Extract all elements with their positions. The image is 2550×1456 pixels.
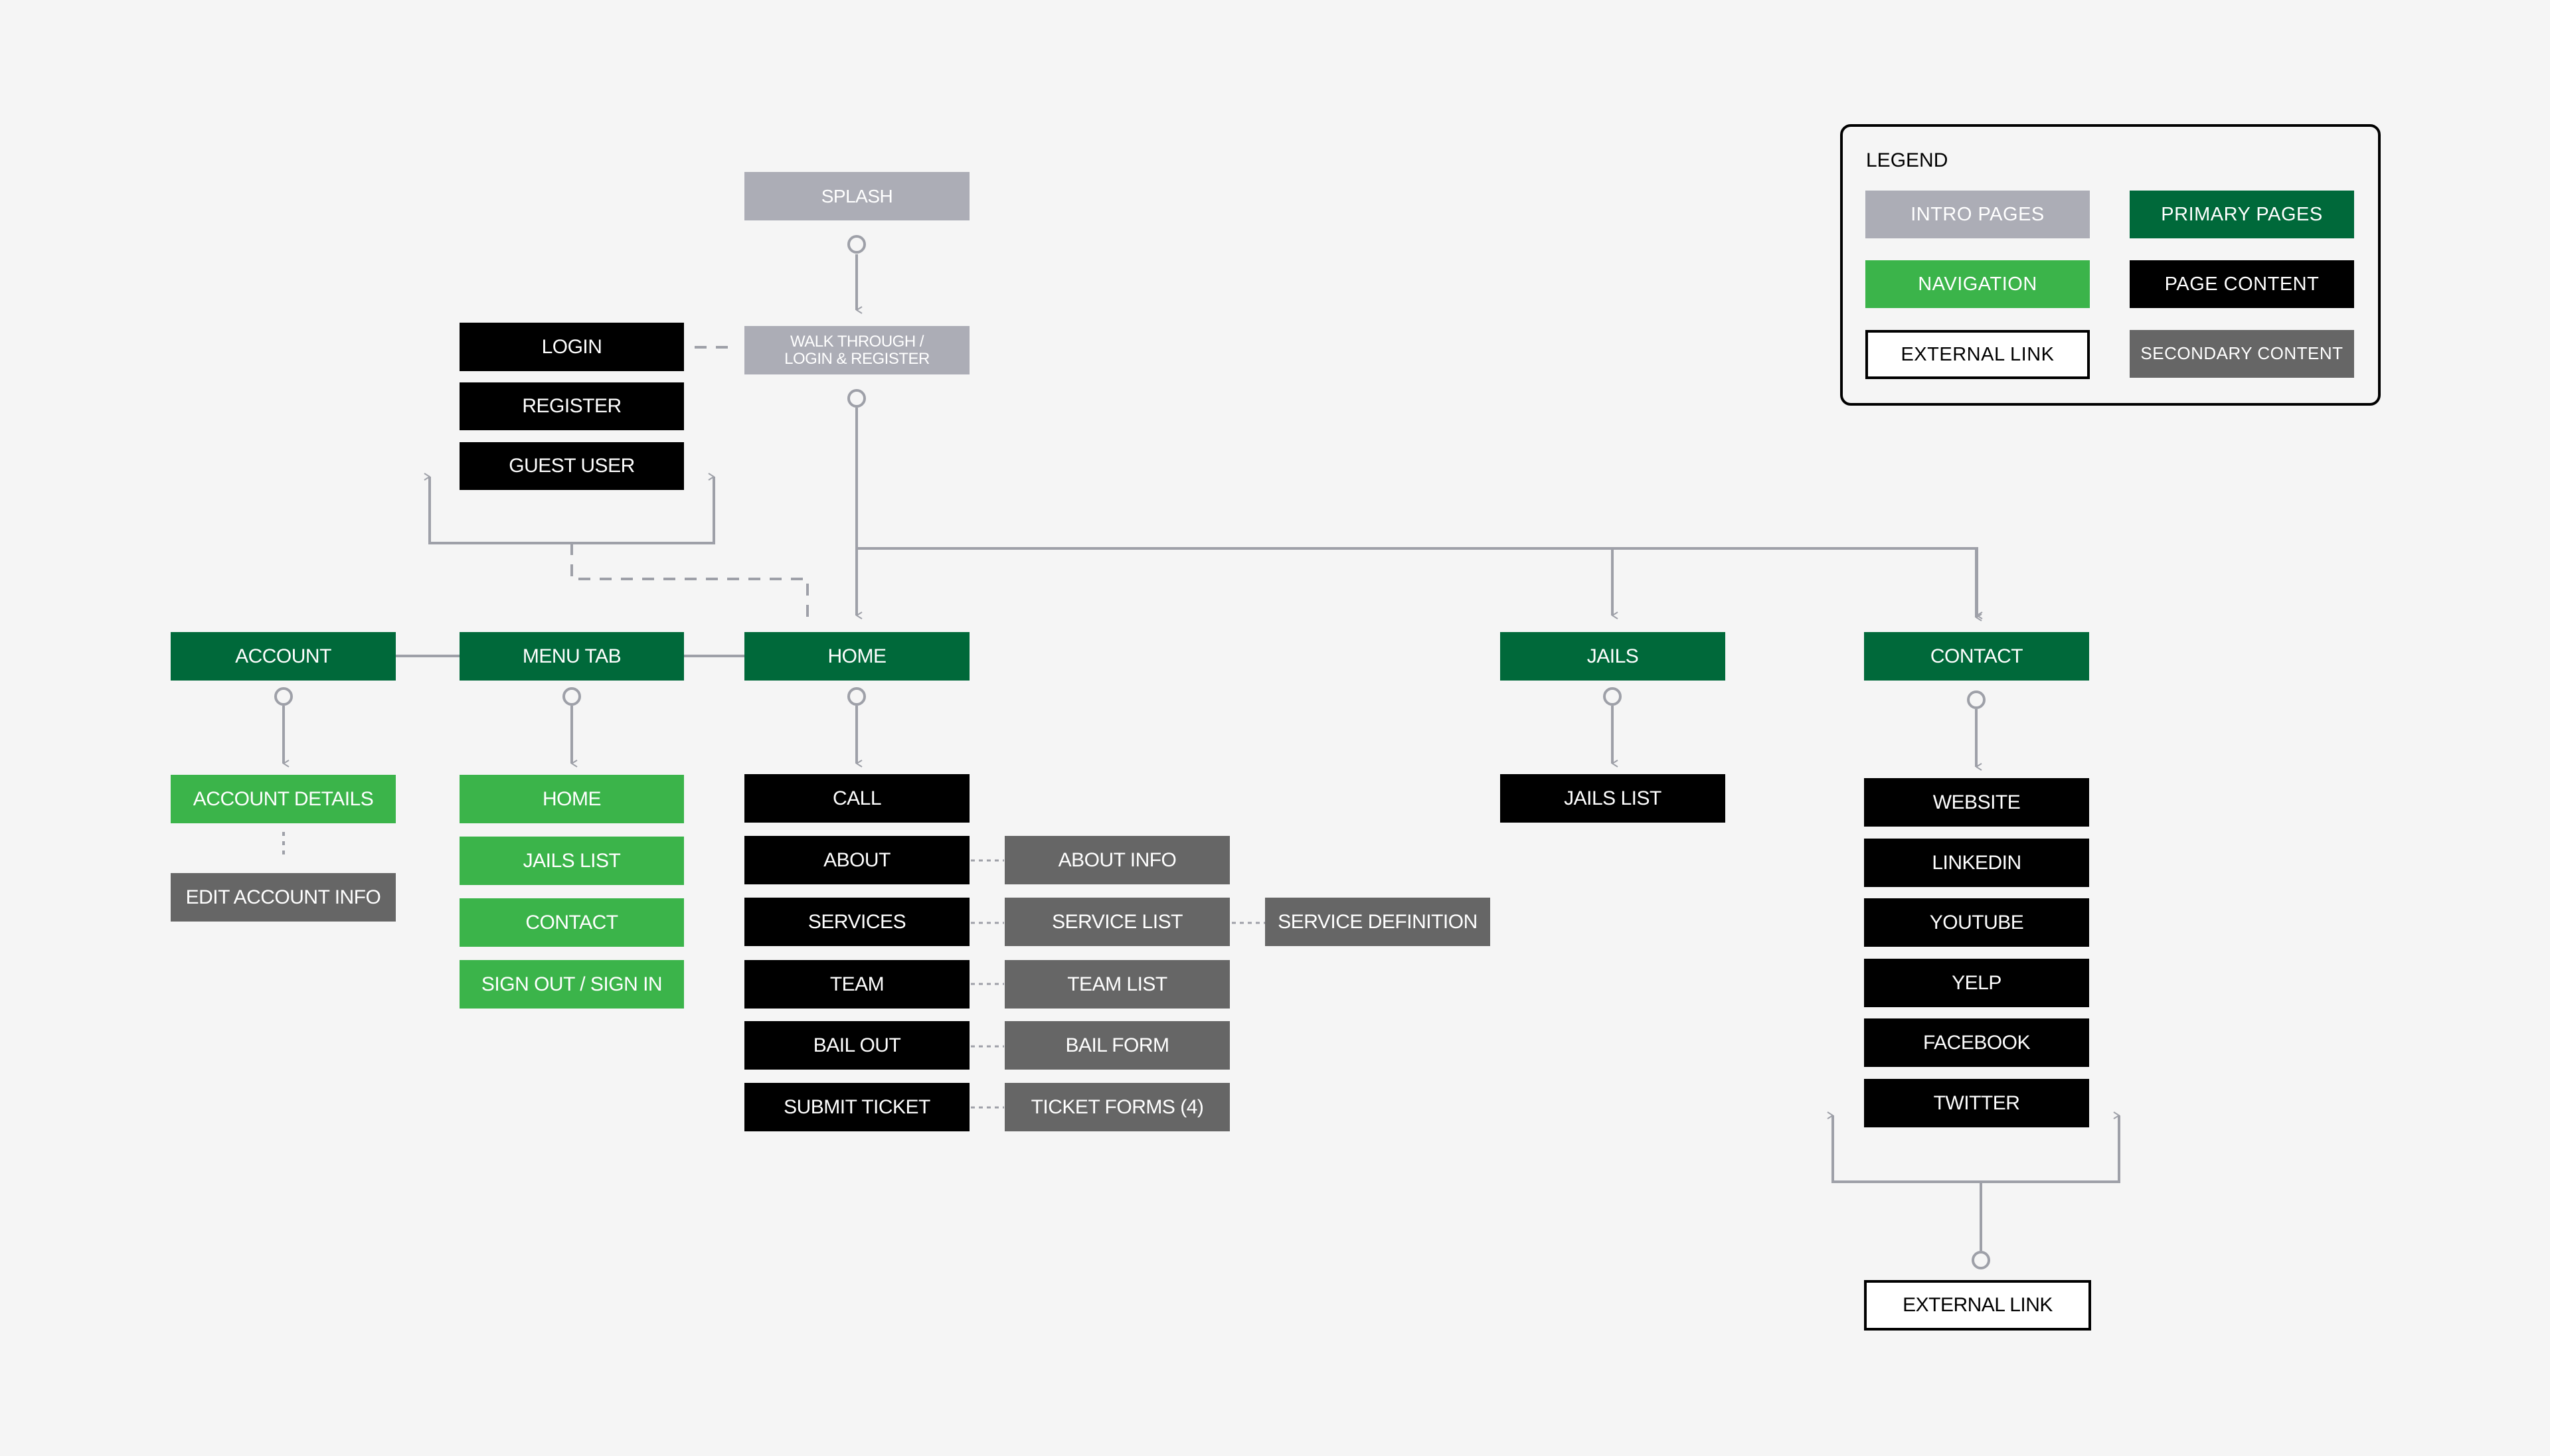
jails-node[interactable]: JAILS (1500, 632, 1725, 681)
call-node[interactable]: CALL (744, 774, 970, 823)
account-node[interactable]: ACCOUNT (171, 632, 396, 681)
legend-page-content: PAGE CONTENT (2130, 260, 2354, 308)
website-node[interactable]: WEBSITE (1864, 778, 2089, 827)
submit-ticket-node[interactable]: SUBMIT TICKET (744, 1083, 970, 1131)
legend-title: LEGEND (1866, 149, 1948, 171)
linkedin-node[interactable]: LINKEDIN (1864, 839, 2089, 887)
legend-intro-pages: INTRO PAGES (1865, 191, 2090, 238)
facebook-node[interactable]: FACEBOOK (1864, 1018, 2089, 1067)
twitter-node[interactable]: TWITTER (1864, 1079, 2089, 1127)
connector-home-jails (857, 547, 1977, 615)
service-list-node[interactable]: SERVICE LIST (1005, 898, 1230, 946)
login-node[interactable]: LOGIN (460, 323, 684, 371)
external-link-node[interactable]: EXTERNAL LINK (1864, 1280, 2091, 1331)
connector-node (847, 687, 866, 706)
about-info-node[interactable]: ABOUT INFO (1005, 836, 1230, 884)
menu-home-node[interactable]: HOME (460, 775, 684, 823)
connector-node (562, 687, 581, 706)
connector-social-bracket (1833, 1115, 2120, 1183)
contact-node[interactable]: CONTACT (1864, 632, 2089, 681)
edit-account-info-node[interactable]: EDIT ACCOUNT INFO (171, 873, 396, 922)
connector-node (1967, 690, 1986, 709)
jails-list-node[interactable]: JAILS LIST (1500, 774, 1725, 823)
team-list-node[interactable]: TEAM LIST (1005, 960, 1230, 1009)
connector-node (274, 687, 293, 706)
services-node[interactable]: SERVICES (744, 898, 970, 946)
yelp-node[interactable]: YELP (1864, 959, 2089, 1007)
menu-tab-node[interactable]: MENU TAB (460, 632, 684, 681)
walkthrough-node[interactable]: WALK THROUGH / LOGIN & REGISTER (744, 326, 970, 374)
team-node[interactable]: TEAM (744, 960, 970, 1009)
legend-external-link: EXTERNAL LINK (1865, 330, 2090, 379)
connector-home-contact (1612, 547, 1976, 617)
about-node[interactable]: ABOUT (744, 836, 970, 884)
splash-node[interactable]: SPLASH (744, 172, 970, 220)
account-details-node[interactable]: ACCOUNT DETAILS (171, 775, 396, 823)
menu-contact-node[interactable]: CONTACT (460, 898, 684, 947)
connector-node (847, 235, 866, 254)
ticket-forms-node[interactable]: TICKET FORMS (4) (1005, 1083, 1230, 1131)
legend-secondary-content: SECONDARY CONTENT (2130, 330, 2354, 378)
home-node[interactable]: HOME (744, 632, 970, 681)
bail-out-node[interactable]: BAIL OUT (744, 1021, 970, 1070)
service-definition-node[interactable]: SERVICE DEFINITION (1265, 898, 1490, 946)
register-node[interactable]: REGISTER (460, 382, 684, 430)
connector-node (847, 389, 866, 408)
connector-node (1603, 687, 1622, 706)
menu-jails-list-node[interactable]: JAILS LIST (460, 837, 684, 885)
legend-primary-pages: PRIMARY PAGES (2130, 191, 2354, 238)
legend-navigation: NAVIGATION (1865, 260, 2090, 308)
bail-form-node[interactable]: BAIL FORM (1005, 1021, 1230, 1070)
guest-user-node[interactable]: GUEST USER (460, 442, 684, 490)
connector-node (1972, 1251, 1990, 1269)
menu-sign-out-node[interactable]: SIGN OUT / SIGN IN (460, 960, 684, 1009)
youtube-node[interactable]: YOUTUBE (1864, 898, 2089, 947)
connector-auth-home (570, 543, 809, 617)
